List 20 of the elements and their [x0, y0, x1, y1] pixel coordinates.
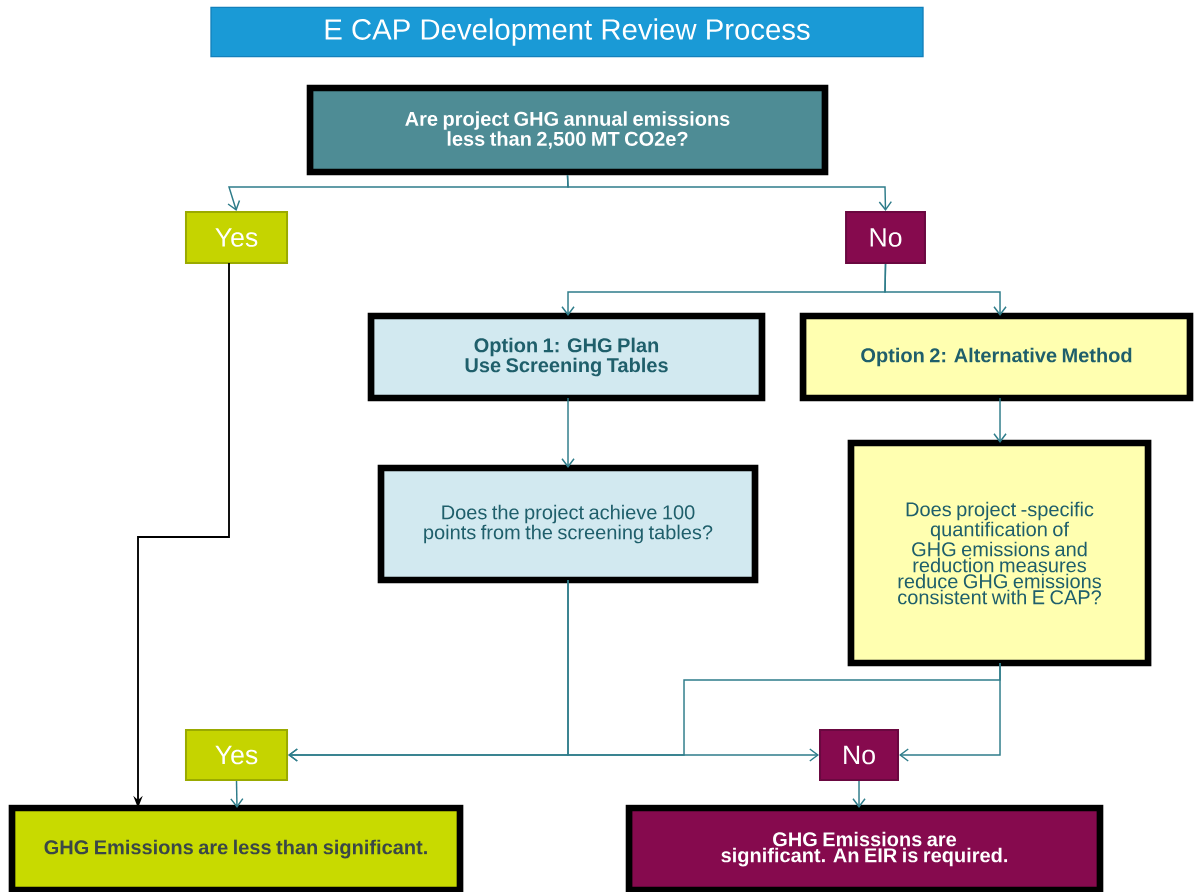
title-banner: E CAP Development Review Process — [210, 6, 924, 58]
option-box: Option 1: GHG Plan Use Screening Tables — [367, 312, 766, 402]
decision-box: Does project -specific quantification of GHG emissions and reduction measures reduce GHG emissions consistent with E CAP? — [847, 439, 1152, 667]
arrow — [230, 780, 244, 808]
arrow — [567, 579, 819, 762]
answer-box: Yes — [184, 211, 289, 264]
answer-box: No — [845, 211, 926, 264]
answer-box: No — [819, 729, 899, 781]
arrow — [566, 174, 893, 212]
arrow — [884, 263, 1007, 316]
arrow — [993, 397, 1007, 443]
process-box: Are project GHG annual emissions less than 2,500 MT CO2e? — [306, 84, 829, 176]
option-box: Option 2: Alternative Method — [799, 312, 1194, 402]
arrow — [899, 662, 1001, 762]
answer-box: Yes — [184, 729, 289, 781]
arrow — [852, 780, 866, 808]
decision-box: Does the project achieve 100 points from the screening tables? — [377, 464, 759, 584]
result-box: GHG Emissions are significant. An EIR is required. — [625, 804, 1104, 892]
result-box: GHG Emissions are less than significant. — [8, 804, 464, 892]
arrow — [561, 397, 575, 468]
